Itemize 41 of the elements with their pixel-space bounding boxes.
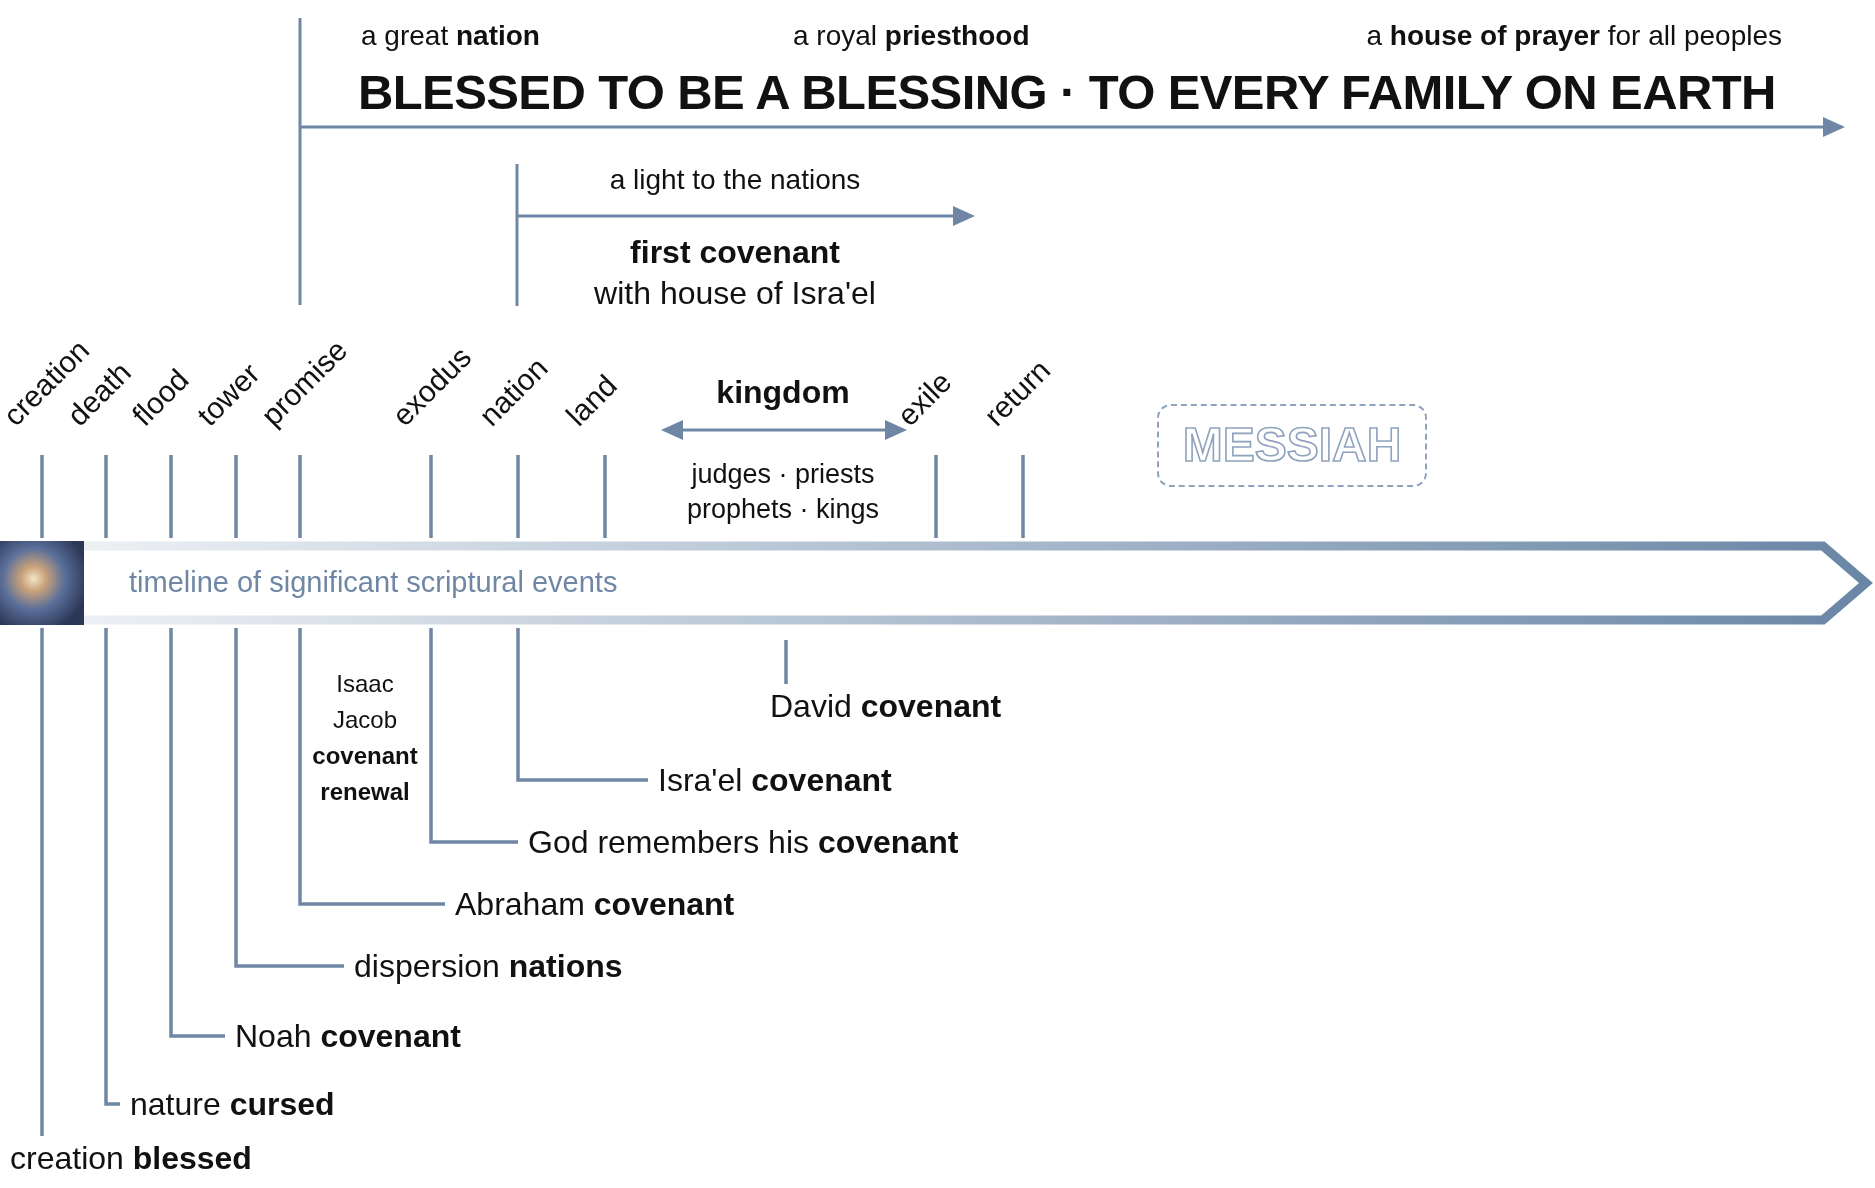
event-tick	[169, 455, 173, 538]
event-tick	[234, 455, 238, 538]
leader-line	[516, 628, 648, 782]
covenant-note: Isra'el covenant	[648, 760, 892, 800]
event-tick	[1021, 455, 1025, 538]
event-tick	[516, 455, 520, 538]
caption-text: a house of prayer for all peoples	[1366, 19, 1782, 53]
covenant-note: dispersion nations	[344, 946, 623, 986]
caption-text: Isaac Jacob covenant renewal	[311, 669, 419, 807]
leader-line	[40, 628, 44, 1136]
leader-line	[298, 628, 445, 906]
event-label: exile	[889, 363, 960, 434]
caption-text: a great nation	[361, 19, 540, 53]
timeline-arrow	[0, 541, 1875, 625]
caption-text: a royal priesthood	[793, 19, 1030, 53]
heading: BLESSED TO BE A BLESSING · TO EVERY FAMILY ON EARTH	[358, 66, 1776, 118]
leader-line	[234, 628, 344, 968]
covenant-note: God remembers his covenant	[518, 822, 959, 862]
covenant-note: David covenant	[770, 686, 1002, 726]
dashed-label-box: MESSIAH	[1157, 404, 1427, 487]
event-tick	[104, 455, 108, 538]
leader-line	[784, 640, 788, 684]
caption-text: prophets · kings	[686, 492, 880, 526]
covenant-note: Abraham covenant	[445, 884, 735, 924]
covenant-note: Noah covenant	[225, 1016, 461, 1056]
caption-text: a light to the nations	[609, 163, 861, 197]
event-tick	[603, 455, 607, 538]
leader-line	[429, 628, 518, 844]
caption-text: first covenant	[630, 233, 840, 272]
event-tick	[429, 455, 433, 538]
timeline-caption: timeline of significant scriptural events	[129, 566, 618, 599]
leader-line	[169, 628, 225, 1038]
covenant-note: nature cursed	[120, 1084, 335, 1124]
event-tick	[40, 455, 44, 538]
event-tick	[934, 455, 938, 538]
caption-text: with house of Isra'el	[594, 274, 876, 313]
covenant-note: creation blessed	[10, 1138, 252, 1178]
leader-line	[104, 628, 120, 1106]
caption-text: judges · priests	[691, 457, 875, 491]
event-tick	[298, 455, 302, 538]
caption-text: kingdom	[716, 373, 850, 412]
